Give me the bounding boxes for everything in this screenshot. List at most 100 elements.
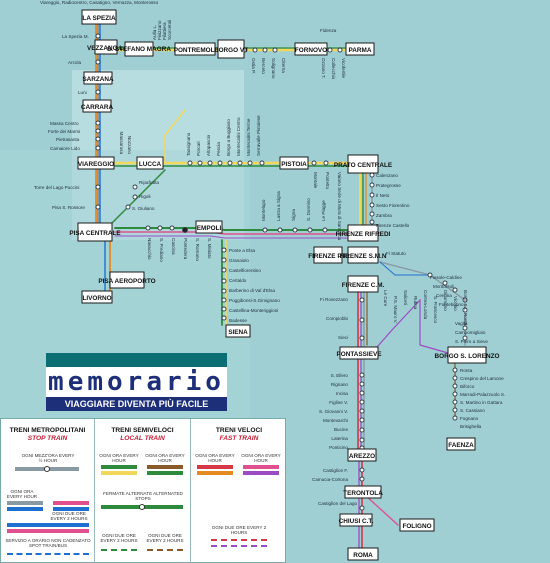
station-vezzano: VEZZANO L. <box>87 45 125 52</box>
label-empoli-fi: S. Donnino <box>306 198 311 221</box>
station-parma: PARMA <box>349 47 372 54</box>
label-prato-right: Sesto Fiorentino <box>376 203 410 208</box>
legend-semi-title: TRENI SEMIVELOCI <box>111 427 174 434</box>
legend-semi-hour-a: OGNI ORA EVERY HOUR <box>99 453 139 463</box>
label-faentina: Fontebuono <box>439 302 464 307</box>
line-foligno <box>364 494 399 526</box>
label-arezzo-south: Camucia-Cortona <box>312 477 348 482</box>
label-faentina: S. Piero a Sieve <box>455 339 488 344</box>
label-montale: Pontetto <box>325 172 330 190</box>
legend-semi-alt: FERMATE ALTERNATE ALTERNATED STOPS <box>103 491 183 501</box>
label-lucca-pistoia: Altopascio <box>206 134 211 156</box>
station-fi-smn: FIRENZE S.M.N <box>340 253 387 260</box>
label-borgo-group: Ostia P. <box>251 58 256 74</box>
station-roma: ROMA <box>353 552 373 559</box>
legend-swatch <box>7 501 43 505</box>
label-lucca-pistoia: Porcari <box>196 141 201 156</box>
label-lucca-pistoia: Serravalle Pistoiese <box>256 115 261 156</box>
legend-swatch <box>101 549 137 553</box>
label-arcola: Arcola <box>68 60 81 65</box>
station-fi-rifredi: FIRENZE RIFREDI <box>336 231 391 238</box>
label-filattiera-group: Scorcetoli <box>167 20 172 40</box>
label-faentina: Fiesole-Caldine <box>430 275 462 280</box>
legend-swatch <box>211 539 267 543</box>
legend-swatch <box>7 553 89 557</box>
label-prato-right: Prategrosse <box>376 183 401 188</box>
line-borgo-purple <box>369 298 456 356</box>
label-pisa-empoli: S. Romano <box>195 238 200 261</box>
legend-panel: TRENI METROPOLITANI STOP TRAIN OGNI MEZZ… <box>0 418 286 563</box>
legend-metro-subtitle: STOP TRAIN <box>27 435 68 442</box>
station-empoli: EMPOLI <box>197 225 222 232</box>
label-fidenza: Fidenza <box>320 28 337 33</box>
label-siena-line: Badesse <box>229 318 247 323</box>
legend-fast-hour-a: OGNI ORA EVERY HOUR <box>195 453 235 463</box>
label-siena-line: Poggibonsi-S.Gimignano <box>229 298 280 303</box>
legend-swatch <box>53 507 89 511</box>
label-faenza-line: Ronta <box>460 368 473 373</box>
label-pontassieve-north: Borgo S.L. Ronta <box>463 290 468 326</box>
label-arno: Ponticino <box>329 445 348 450</box>
legend-dot <box>44 466 50 472</box>
label-borgo-group: Berceto <box>261 58 266 74</box>
station-chiusi: CHIUSI C.T. <box>339 518 374 525</box>
label-siena-line: Castelfiorentino <box>229 268 261 273</box>
legend-semi-subtitle: LOCAL TRAIN <box>120 435 165 442</box>
legend-semi-two-b: OGNI DUE ORE EVERY 2 HOURS <box>146 533 184 543</box>
station-la-spezia: LA SPEZIA <box>82 15 116 22</box>
legend-metro: TRENI METROPOLITANI STOP TRAIN OGNI MEZZ… <box>1 419 95 563</box>
label-torre: Torre del Lago Puccini <box>34 185 79 190</box>
minor-stop-labels: Viareggio, Radiocentro, Casatigno, Verna… <box>34 0 406 506</box>
station-carrara: CARRARA <box>81 104 114 111</box>
station-borgo-slorenzo: BORGO S. LORENZO <box>435 353 500 360</box>
label-pietrasanta: Pietrasanta <box>56 137 80 142</box>
legend-fast-two: OGNI DUE ORE EVERY 2 HOURS <box>211 525 267 535</box>
station-arezzo: AREZZO <box>349 453 375 460</box>
label-filattiera-group: Fivizzano <box>157 20 162 40</box>
station-terontola: TERONTOLA <box>343 490 383 497</box>
legend-semi-hour-b: OGNI ORA EVERY HOUR <box>145 453 185 463</box>
label-top-left: Viareggio, Radiocentro, Casatigno, Verna… <box>40 0 159 5</box>
label-faenza-line: Brisighella <box>460 424 482 429</box>
label-prato-right: Il Neto <box>376 193 390 198</box>
label-pisa-empoli: S. Miniato <box>207 238 212 259</box>
station-pisa-aero: PISA AEROPORTO <box>98 278 155 285</box>
label-rovezzano: Fi Rovezzano <box>320 297 349 302</box>
label-pisa-empoli: S. Frediano <box>159 238 164 262</box>
legend-metro-half: OGNI MEZZ'ORA EVERY ½ HOUR <box>21 453 75 463</box>
station-fornovo: FORNOVO <box>295 47 327 54</box>
label-siena-line: Certaldo <box>229 278 247 283</box>
label-arno: Rignano <box>331 382 349 387</box>
label-lucca-pistoia: Montecatini Terme <box>246 118 251 156</box>
legend-swatch <box>101 471 137 475</box>
label-pontassieve-north: P.S. Mauro V. <box>393 296 398 324</box>
station-prato: PRATO CENTRALE <box>334 162 393 169</box>
label-pisa-empoli: Navacchio <box>147 238 152 260</box>
station-foligno: FOLIGNO <box>402 523 431 530</box>
legend-fast-hour-b: OGNI ORA EVERY HOUR <box>241 453 281 463</box>
label-pontassieve-north: S. Francesco <box>433 296 438 324</box>
label-pontassieve-north: Le Cure <box>383 290 388 307</box>
label-faentina: Cercina <box>436 293 452 298</box>
label-parma-group: Ozzano T. <box>321 58 326 79</box>
label-parma-group: Collecchio <box>331 58 336 80</box>
legend-swatch <box>197 471 233 475</box>
legend-swatch <box>7 507 43 511</box>
logo-bar <box>46 353 227 367</box>
station-s-stefano: S. STEFANO MAGRA <box>107 46 171 53</box>
legend-metro-title: TRENI METROPOLITANI <box>9 427 86 434</box>
label-pontassieve-north: Vicchio <box>453 296 458 311</box>
label-filattiera-group: Aulla L. <box>152 25 157 40</box>
legend-swatch <box>243 465 279 469</box>
logo-word: memorario <box>46 367 227 397</box>
station-pontassieve: PONTASSIEVE <box>337 351 383 358</box>
label-parma-group: Vicofertile <box>341 58 346 79</box>
station-boxes <box>77 9 487 561</box>
label-ripafratta: Ripafratta <box>139 180 159 185</box>
legend-swatch <box>211 545 267 549</box>
station-lucca: LUCCA <box>139 161 162 168</box>
legend-metro-hour: OGNI ORA EVERY HOUR <box>6 489 38 499</box>
